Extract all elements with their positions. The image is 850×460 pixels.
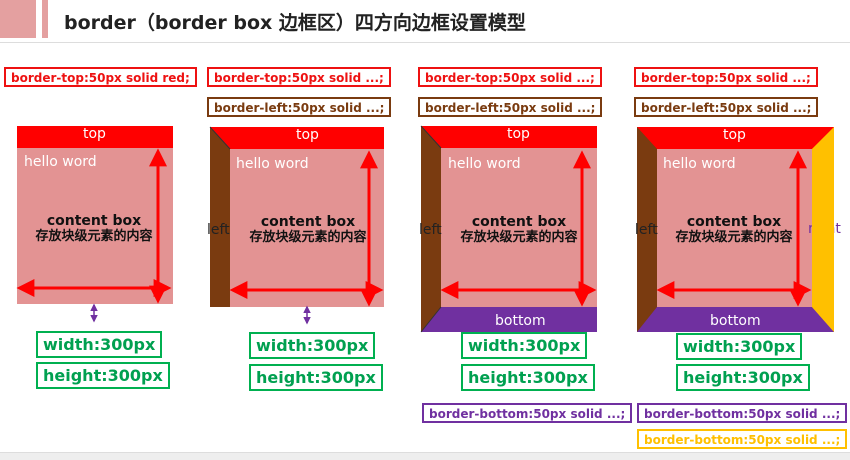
top-label: top xyxy=(83,126,106,142)
border-top-tag: border-top:50px solid ...; xyxy=(634,67,818,87)
border-bottom-tag-gold: border-bottom:50px solid ...; xyxy=(637,429,848,449)
top-label-p4: top xyxy=(723,127,746,143)
content-box-title: content box xyxy=(46,213,142,229)
top-label: top xyxy=(296,127,319,143)
content-box-title: content box xyxy=(471,214,567,230)
bottom-label: bottom xyxy=(495,313,546,329)
content-box-title: content box xyxy=(686,214,782,230)
header-decoration-bar xyxy=(42,0,48,38)
page-title: border（border box 边框区）四方向边框设置模型 xyxy=(64,12,526,34)
box-model-1 xyxy=(17,126,173,304)
hello-text: hello word xyxy=(236,156,309,172)
box-model-2 xyxy=(210,127,384,307)
content-box-desc: 存放块级元素的内容 xyxy=(460,230,578,245)
header-decoration xyxy=(0,0,36,38)
content-box-label: content box 存放块级元素的内容 xyxy=(246,214,370,246)
border-left-tag: border-left:50px solid ...; xyxy=(207,97,392,117)
hello-text: hello word xyxy=(448,156,521,172)
height-label: height:300px xyxy=(461,364,595,391)
left-label: left xyxy=(419,222,442,238)
height-label: height:300px xyxy=(36,362,170,389)
header-divider xyxy=(0,42,850,43)
content-box-desc: 存放块级元素的内容 xyxy=(35,229,153,244)
bottom-label-p4: bottom xyxy=(710,313,761,329)
footer-bar xyxy=(0,452,850,460)
hello-text: hello word xyxy=(663,156,736,172)
content-box-desc: 存放块级元素的内容 xyxy=(249,230,367,245)
height-label: height:300px xyxy=(249,364,383,391)
border-top-tag: border-top:50px solid red; xyxy=(4,67,197,87)
left-label-p4: left xyxy=(635,222,658,238)
hello-text: hello word xyxy=(24,154,97,170)
border-bottom-tag: border-bottom:50px solid ...; xyxy=(637,403,848,423)
content-box-label: content box 存放块级元素的内容 xyxy=(32,213,156,245)
right-label: right xyxy=(808,221,841,237)
content-box-label: content box 存放块级元素的内容 xyxy=(672,214,796,246)
content-box-desc: 存放块级元素的内容 xyxy=(675,230,793,245)
top-label: top xyxy=(507,126,530,142)
width-label: width:300px xyxy=(249,332,376,359)
border-left-tag: border-left:50px solid ...; xyxy=(418,97,603,117)
width-label: width:300px xyxy=(36,331,163,358)
border-top-tag: border-top:50px solid ...; xyxy=(207,67,391,87)
width-label: width:300px xyxy=(461,332,588,359)
width-label: width:300px xyxy=(676,333,803,360)
left-label: left xyxy=(207,222,230,238)
border-bottom-tag: border-bottom:50px solid ...; xyxy=(422,403,633,423)
content-box-title: content box xyxy=(260,214,356,230)
content-box-label: content box 存放块级元素的内容 xyxy=(457,214,581,246)
height-label: height:300px xyxy=(676,364,810,391)
border-left-tag: border-left:50px solid ...; xyxy=(634,97,819,117)
border-top-tag: border-top:50px solid ...; xyxy=(418,67,602,87)
